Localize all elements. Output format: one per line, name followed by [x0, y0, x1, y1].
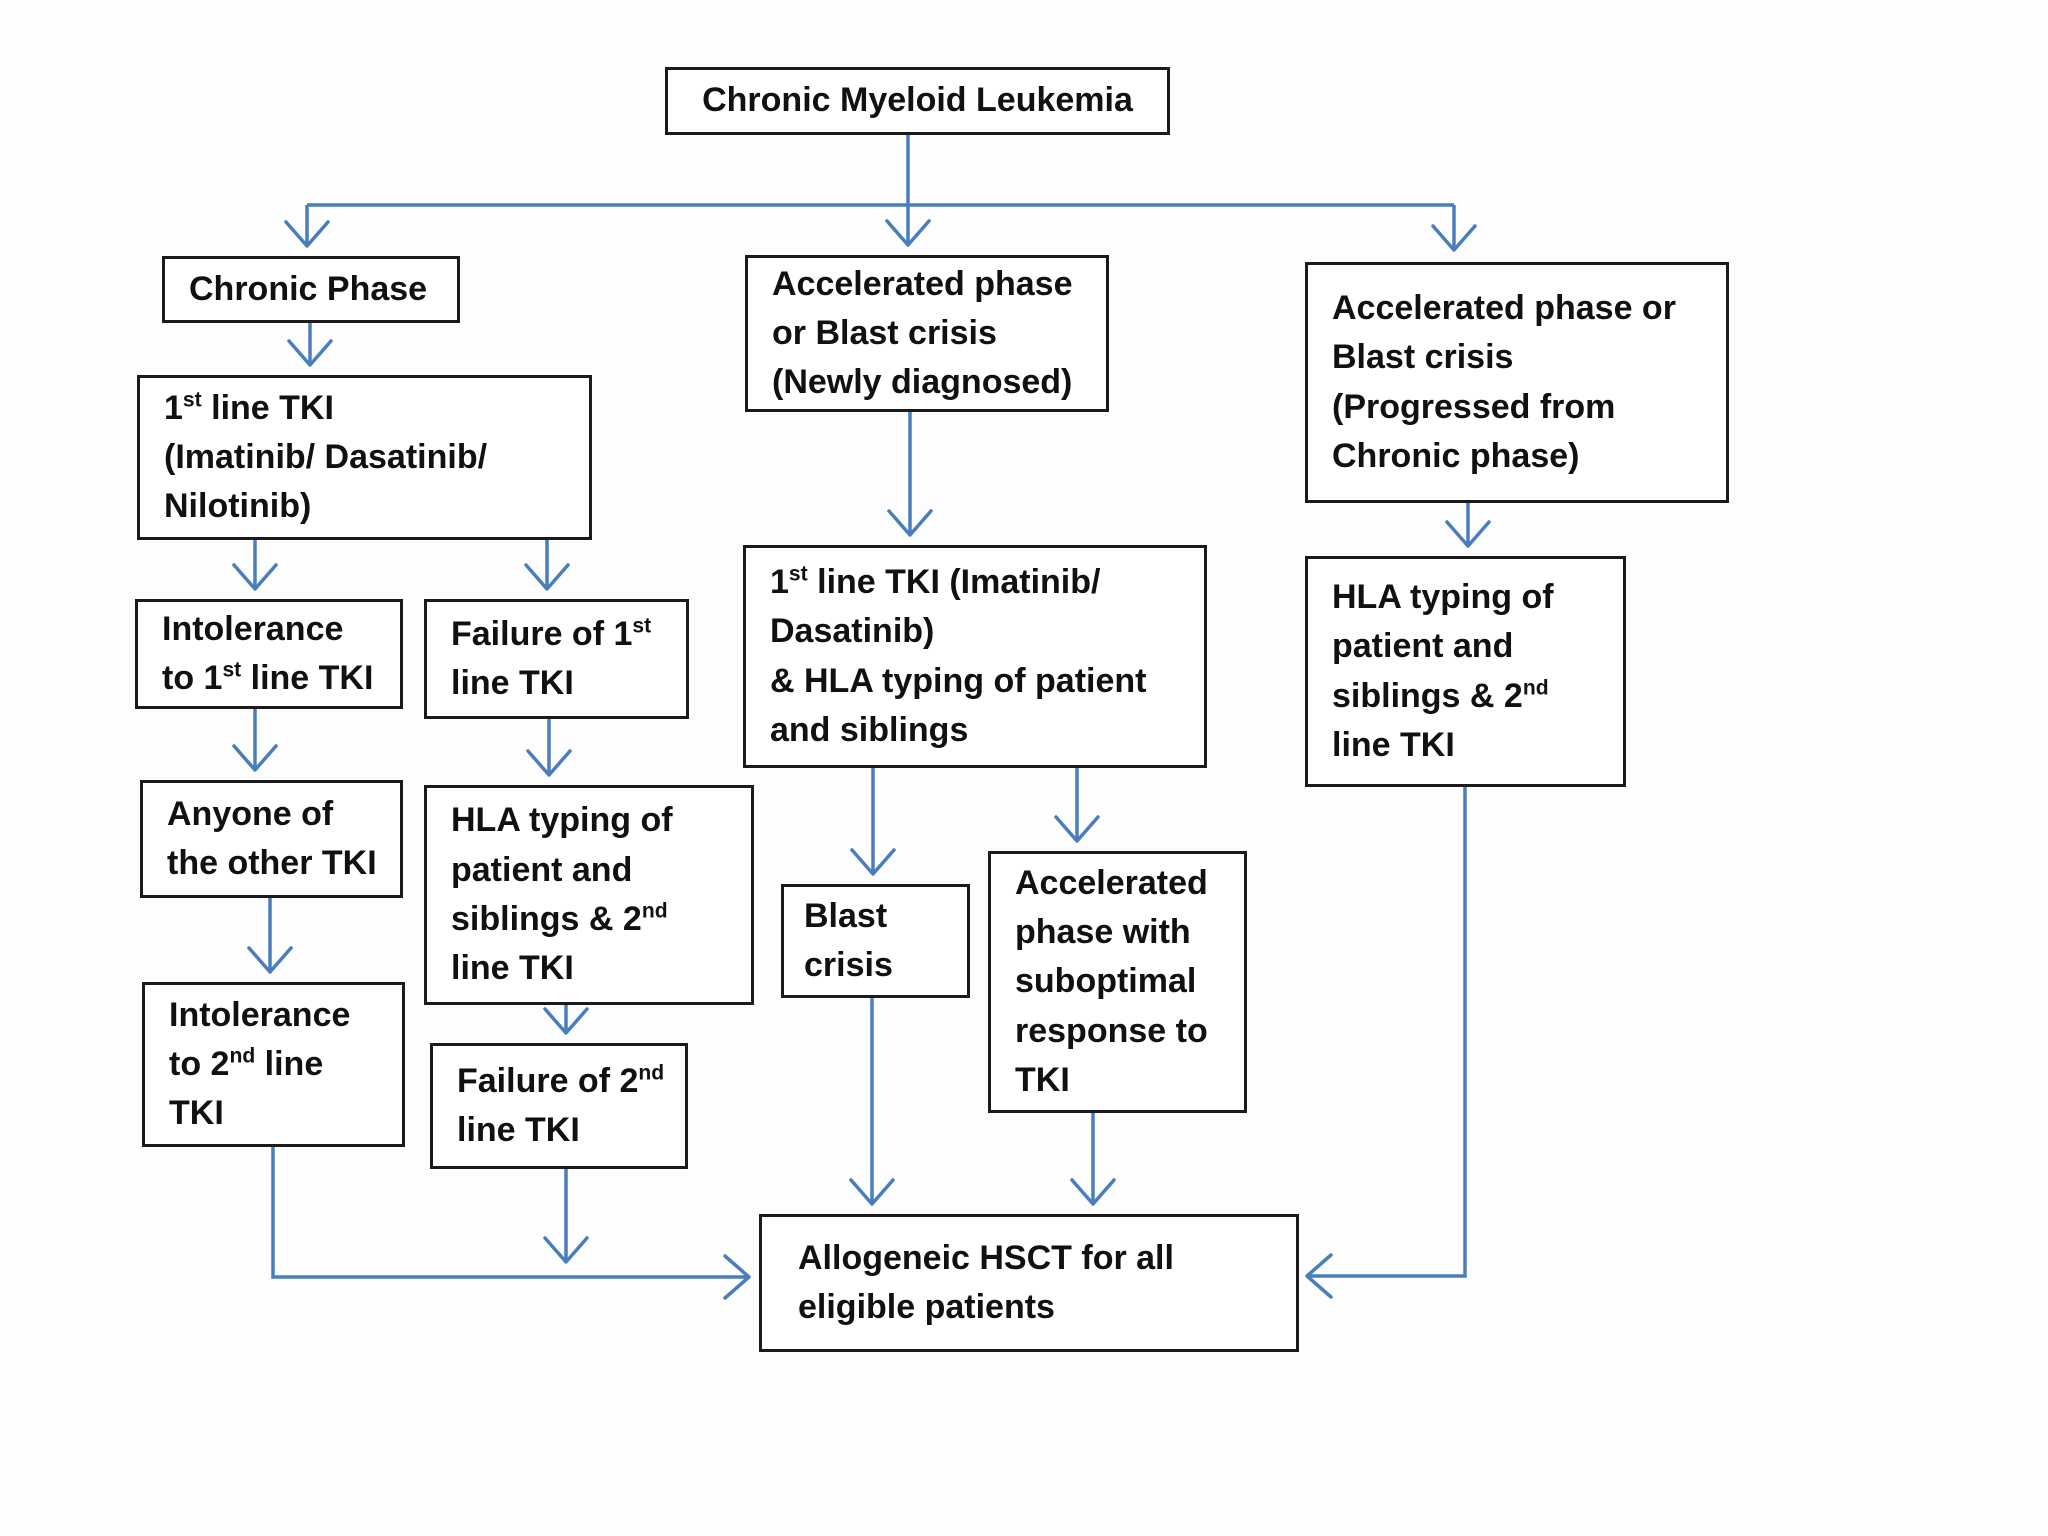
node-hla-typing-left: HLA typing of patient and siblings & 2nd…	[424, 785, 754, 1005]
node-accelerated-progressed: Accelerated phase or Blast crisis (Progr…	[1305, 262, 1729, 503]
node-intolerance-first-line: Intolerance to 1st line TKI	[135, 599, 403, 709]
node-accelerated-suboptimal: Accelerated phase with suboptimal respon…	[988, 851, 1247, 1113]
node-allogeneic-hsct-label: Allogeneic HSCT for all eligible patient…	[798, 1238, 1174, 1326]
node-hla-typing-right-label: HLA typing of patient and siblings & 2nd…	[1332, 577, 1554, 764]
node-accelerated-progressed-label: Accelerated phase or Blast crisis (Progr…	[1332, 288, 1676, 475]
connector-hla-right-to-hsct	[1305, 787, 1467, 1299]
node-hla-typing-right: HLA typing of patient and siblings & 2nd…	[1305, 556, 1626, 787]
node-intolerance-second-line-label: Intolerance to 2nd line TKI	[169, 995, 351, 1133]
node-first-line-tki-accelerated-label: 1st line TKI (Imatinib/ Dasatinib) & HLA…	[770, 562, 1147, 749]
node-intolerance-second-line: Intolerance to 2nd line TKI	[142, 982, 405, 1147]
node-hla-typing-left-label: HLA typing of patient and siblings & 2nd…	[451, 801, 673, 988]
node-accelerated-newly-diagnosed: Accelerated phase or Blast crisis (Newly…	[745, 255, 1109, 412]
node-blast-crisis: Blast crisis	[781, 884, 970, 998]
connector-intolerance-second-to-hsct	[271, 1147, 751, 1300]
node-first-line-tki-chronic: 1st line TKI (Imatinib/ Dasatinib/ Nilot…	[137, 375, 592, 540]
node-intolerance-first-line-label: Intolerance to 1st line TKI	[162, 609, 374, 697]
node-blast-crisis-label: Blast crisis	[804, 896, 893, 984]
node-anyone-other-tki-label: Anyone of the other TKI	[167, 794, 377, 882]
node-chronic-myeloid-leukemia: Chronic Myeloid Leukemia	[665, 67, 1170, 135]
node-failure-first-line: Failure of 1st line TKI	[424, 599, 689, 719]
node-failure-second-line-label: Failure of 2nd line TKI	[457, 1061, 665, 1149]
node-allogeneic-hsct: Allogeneic HSCT for all eligible patient…	[759, 1214, 1299, 1352]
node-first-line-tki-chronic-label: 1st line TKI (Imatinib/ Dasatinib/ Nilot…	[164, 388, 488, 526]
node-chronic-phase-label: Chronic Phase	[189, 269, 428, 308]
node-accelerated-suboptimal-label: Accelerated phase with suboptimal respon…	[1015, 863, 1208, 1099]
node-failure-second-line: Failure of 2nd line TKI	[430, 1043, 688, 1169]
node-anyone-other-tki: Anyone of the other TKI	[140, 780, 403, 898]
node-chronic-phase: Chronic Phase	[162, 256, 460, 323]
node-failure-first-line-label: Failure of 1st line TKI	[451, 614, 652, 702]
node-accelerated-newly-diagnosed-label: Accelerated phase or Blast crisis (Newly…	[772, 264, 1073, 402]
node-chronic-myeloid-leukemia-label: Chronic Myeloid Leukemia	[702, 81, 1133, 120]
node-first-line-tki-accelerated: 1st line TKI (Imatinib/ Dasatinib) & HLA…	[743, 545, 1207, 768]
